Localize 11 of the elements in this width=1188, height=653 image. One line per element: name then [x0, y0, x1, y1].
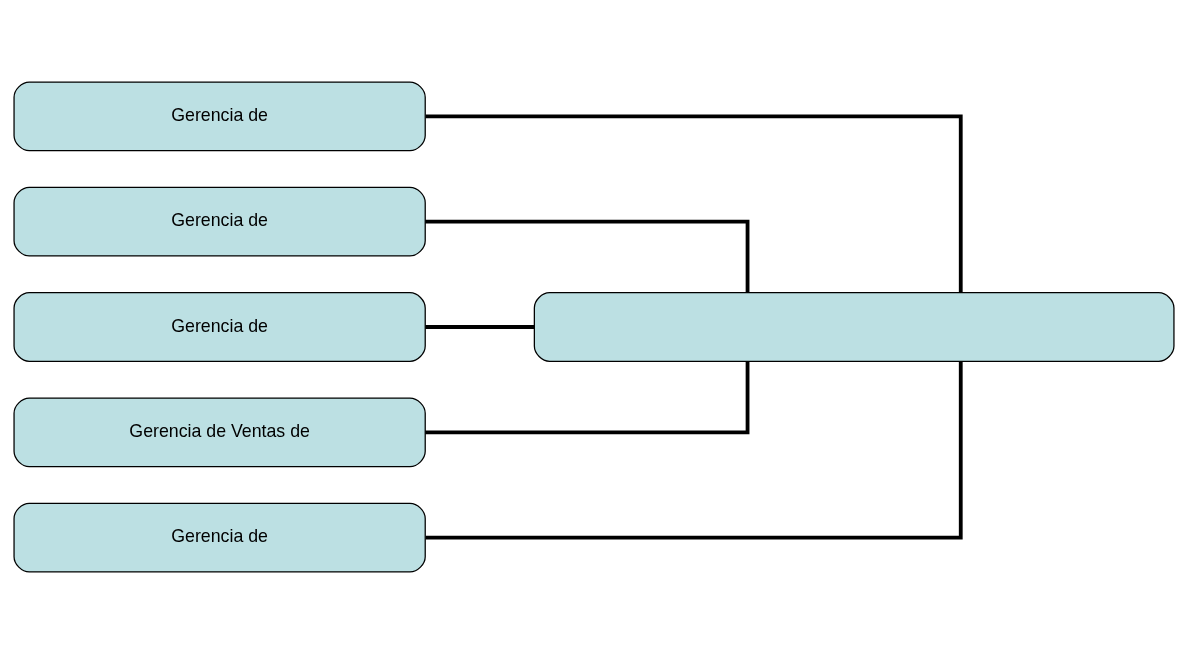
connector: [425, 113, 963, 293]
connector: [425, 360, 963, 540]
connector: [425, 324, 535, 329]
node-box: Gerencia de Ventas de: [13, 396, 426, 467]
node-box: [533, 291, 1175, 362]
node-box: Gerencia de: [13, 502, 426, 573]
connector: [425, 361, 750, 434]
connector: [425, 219, 750, 292]
node-box: Gerencia de: [13, 186, 426, 257]
node-box: Gerencia de: [13, 80, 426, 151]
node-box: Gerencia de: [13, 291, 426, 362]
